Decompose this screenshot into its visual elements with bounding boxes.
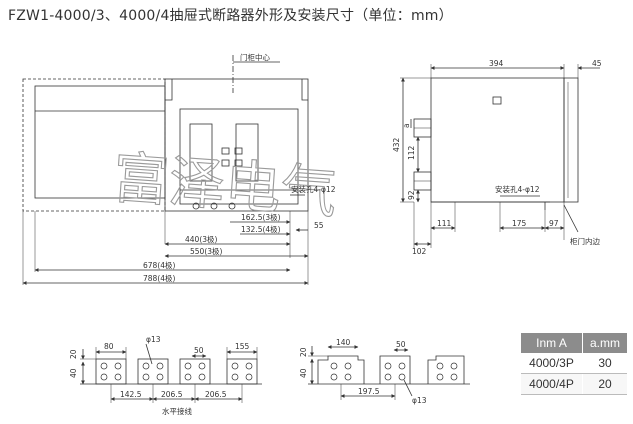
cabinet-frame xyxy=(164,78,309,212)
label-788: 788(4极) xyxy=(143,273,176,283)
cell-a: 30 xyxy=(582,353,627,374)
knob-1 xyxy=(192,202,200,210)
button-2 xyxy=(234,147,243,155)
label-112: 112 xyxy=(407,145,416,160)
label-550: 550(3极) xyxy=(190,246,223,256)
bolt-holes xyxy=(100,362,458,381)
busbar-vertical xyxy=(308,345,470,400)
label-440: 440(3极) xyxy=(185,234,218,244)
label-h-50: 50 xyxy=(194,346,204,355)
label-678: 678(4极) xyxy=(143,260,176,270)
label-h-80: 80 xyxy=(104,342,114,351)
knob-2 xyxy=(210,202,218,210)
breaker-window-left xyxy=(189,123,213,182)
v-bolts-3 xyxy=(436,362,458,381)
h-bolts-2 xyxy=(142,362,164,381)
v-bar-2 xyxy=(379,355,411,384)
door-inner-leader xyxy=(563,204,579,233)
button-3 xyxy=(221,159,230,167)
h-13-leader xyxy=(145,343,153,365)
button-1 xyxy=(221,147,230,155)
h-bolts-4 xyxy=(231,362,253,381)
label-h-13: φ13 xyxy=(146,335,161,344)
label-v-140: 140 xyxy=(336,338,351,347)
cell-model: 4000/3P xyxy=(521,353,583,374)
v-bar-1 xyxy=(317,355,365,384)
side-handle xyxy=(492,96,502,105)
button-4 xyxy=(234,159,243,167)
label-v-197: 197.5 xyxy=(358,387,380,396)
label-132: 132.5(4极) xyxy=(241,224,281,234)
side-view xyxy=(400,64,600,248)
label-door-center: 门柜中心 xyxy=(240,52,270,62)
label-v-50: 50 xyxy=(396,340,406,349)
busbar-horizontal xyxy=(80,343,262,403)
side-body xyxy=(430,77,565,203)
table-row: 4000/4P 20 xyxy=(521,373,627,395)
label-v-20: 20 xyxy=(299,347,308,357)
h-bolts-1 xyxy=(100,362,122,381)
cell-a: 20 xyxy=(582,373,627,395)
table-row: 4000/3P 30 xyxy=(521,353,627,374)
label-432: 432 xyxy=(392,137,401,152)
label-175: 175 xyxy=(512,219,527,228)
watermark: 富泽电气 xyxy=(111,146,339,226)
label-h-20: 20 xyxy=(69,349,78,359)
cabinet-bracket-left xyxy=(165,79,173,101)
label-front-hole: 安装孔4-φ12 xyxy=(291,184,336,194)
h-bar-1 xyxy=(95,358,127,385)
label-162: 162.5(3极) xyxy=(241,212,281,222)
breaker-front-panel xyxy=(179,108,299,205)
knob-3 xyxy=(228,202,236,210)
label-45: 45 xyxy=(592,59,602,68)
v-bolts-1 xyxy=(330,362,352,381)
header-a: a.mm xyxy=(582,333,627,353)
label-side-hole: 安装孔4-φ12 xyxy=(495,184,540,194)
label-h-206a: 206.5 xyxy=(161,390,183,399)
label-97: 97 xyxy=(549,219,559,228)
label-h-142: 142.5 xyxy=(120,390,142,399)
v-13-leader xyxy=(403,379,413,397)
h-bar-3 xyxy=(179,358,211,385)
label-h-40: 40 xyxy=(69,368,78,378)
header-inm: Inm A xyxy=(521,333,583,353)
label-v-13: φ13 xyxy=(412,396,427,405)
h-bar-4 xyxy=(226,358,258,385)
label-92: 92 xyxy=(407,190,416,200)
h-bar-2 xyxy=(137,358,169,385)
label-h-caption: 水平接线 xyxy=(162,406,192,416)
label-394: 394 xyxy=(489,59,504,68)
breaker-window-right xyxy=(235,123,259,182)
spec-table: Inm A a.mm 4000/3P 30 4000/4P 20 xyxy=(521,333,627,395)
side-door-plate xyxy=(563,77,579,203)
label-h-206b: 206.5 xyxy=(205,390,227,399)
label-door-inner: 柜门内边 xyxy=(570,236,600,246)
drawing-title: FZW1-4000/3、4000/4抽屉式断路器外形及安装尺寸（单位：mm） xyxy=(8,8,453,24)
label-55: 55 xyxy=(314,221,324,230)
label-102: 102 xyxy=(412,247,427,256)
label-h-155: 155 xyxy=(235,342,250,351)
label-a: a xyxy=(402,123,411,128)
spec-table-header: Inm A a.mm xyxy=(521,333,627,353)
v-bolts-2 xyxy=(384,362,406,381)
h-bolts-3 xyxy=(184,362,206,381)
label-v-40: 40 xyxy=(299,368,308,378)
cabinet-bracket-right xyxy=(301,79,308,101)
label-111: 111 xyxy=(437,219,452,228)
front-view xyxy=(22,55,309,285)
v-bar-3 xyxy=(427,355,465,384)
cell-model: 4000/4P xyxy=(521,373,583,395)
